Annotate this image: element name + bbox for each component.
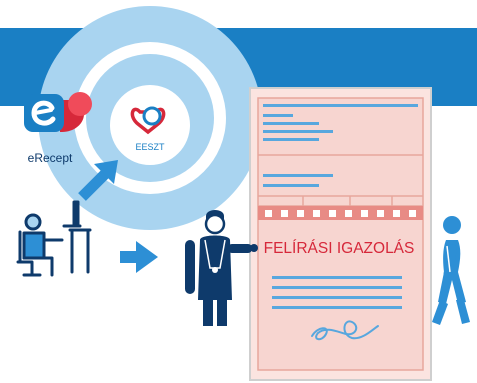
prescription-document: FELÍRÁSI IGAZOLÁS: [249, 87, 432, 381]
signature-icon: [311, 320, 379, 341]
document-inner-panel: [257, 97, 424, 371]
document-body-lines: [272, 276, 402, 309]
document-checkboxes: [265, 210, 416, 217]
doctor-at-computer-icon: [16, 200, 92, 277]
document-lines: [263, 104, 418, 187]
doctor-standing-icon: [185, 210, 258, 326]
arrow-to-eeszt-icon: [78, 160, 118, 201]
document-title: FELÍRÁSI IGAZOLÁS: [264, 240, 415, 257]
erecept-label: eRecept: [28, 151, 73, 165]
patient-walking-icon: [432, 216, 470, 325]
erecept-logo-icon: [24, 92, 92, 132]
arrow-to-doctor-icon: [120, 241, 158, 273]
eeszt-logo-icon: [130, 106, 166, 135]
eeszt-label: EESZT: [135, 142, 165, 152]
